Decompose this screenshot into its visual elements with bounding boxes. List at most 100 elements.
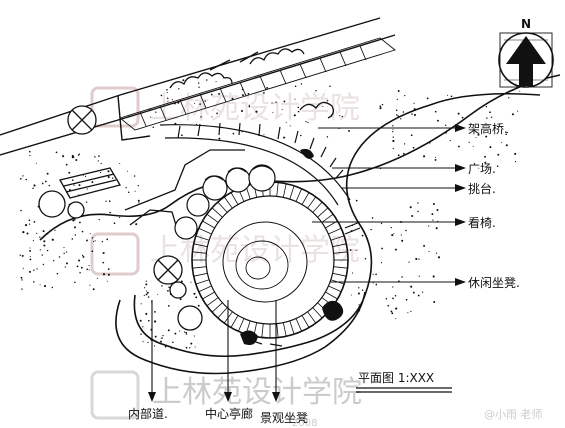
stipple-dot [185,331,188,334]
stipple-dot [86,188,88,190]
stipple-dot [88,269,90,271]
stipple-dot [450,95,453,98]
stipple-dot [329,85,331,88]
stipple-dot [102,261,105,264]
stipple-dot [29,258,32,261]
stipple-dot [68,171,71,174]
stipple-dot [91,250,94,253]
stipple-dot [263,92,265,94]
stipple-dot [411,214,414,218]
stipple-dot [194,102,196,104]
stipple-dot [397,154,400,157]
stipple-dot [505,133,508,136]
stipple-dot [143,287,146,289]
label-bridge: 架高桥. [468,121,508,136]
ring-hatch-line [295,188,303,202]
stipple-dot [393,233,395,235]
stipple-dot [75,159,78,161]
stipple-dot [322,105,324,108]
arrow-heads [148,124,466,402]
stipple-dot [428,225,430,227]
stipple-dot [489,146,492,149]
ring-hatch-line [217,307,228,319]
stipple-dot [410,310,412,313]
stipple-dot [190,281,192,283]
stipple-dot [100,162,102,165]
stipple-dot [501,141,503,143]
stipple-dot [24,224,28,227]
stipple-dot [477,133,480,136]
stipple-dot [179,330,181,332]
stipple-dot [379,105,382,108]
stipple-dot [271,102,273,104]
stipple-dot [22,175,24,177]
stipple-dot [44,180,47,183]
stipple-dot [73,226,77,229]
stipple-dot [392,129,394,131]
stipple-dot [80,266,83,269]
stipple-dot [407,312,409,314]
stipple-dot [437,256,441,259]
stipple-dot [485,105,488,108]
stipple-dot [215,81,217,83]
ring-hatch-line [332,272,347,277]
stipple-dot [517,110,519,112]
stipple-dot [54,229,56,232]
plan-title-block: 平面图 1:XXX [356,371,452,393]
tree-row [174,164,276,240]
stipple-dot [297,110,300,113]
stipple-dot [421,291,424,293]
stipple-dot [490,116,493,119]
stipple-dot [200,116,202,118]
ring-hatch-line [195,235,210,241]
stipple-dot [508,97,510,99]
stipple-dot [86,239,88,242]
stipple-dot [358,304,360,306]
ring-hatch-line [307,196,317,209]
stipple-dot [433,300,436,304]
stipple-dot [127,191,130,194]
stipple-dot [46,172,49,175]
ring-hatch-line [312,307,323,319]
stipple-dot [96,277,98,279]
stipple-dot [63,247,65,249]
stipple-dot [41,182,44,185]
stipple-dot [396,98,398,101]
stipple-dot [65,251,68,253]
stipple-dot [402,152,405,155]
ring-hatch-line [206,297,219,307]
stipple-dot [74,281,76,284]
label-rest-seat: 休闲坐凳. [468,275,520,290]
stipple-dot [413,102,415,104]
stipple-dot [300,83,303,85]
stipple-dot [145,312,148,315]
stipple-dot [48,184,51,187]
stipple-dot [81,230,84,233]
stipple-dot [387,304,390,307]
compass-north-letter: N [521,17,531,31]
stipple-dot [351,272,354,274]
stipple-dot [138,202,140,204]
stipple-dot [294,98,296,100]
stipple-dot [21,288,23,290]
stipple-dot [403,143,406,145]
stipple-dot [28,150,31,153]
stipple-dot [166,89,168,91]
ring-hatch-line [332,243,347,248]
ring-hatch-line [333,266,348,269]
stipple-dot [417,210,419,213]
stipple-dot [401,239,404,242]
stipple-dot [33,281,35,283]
stipple-dot [127,170,129,172]
stipple-dot [74,234,77,236]
stipple-dot [161,337,163,339]
stipple-dot [85,201,88,203]
stipple-dot [357,292,360,295]
stipple-dot [42,230,45,233]
stipple-dot [111,177,114,179]
stipple-dot [281,108,283,111]
stipple-dot [372,273,374,275]
stipple-dot [63,252,65,255]
stipple-dot [283,100,286,103]
